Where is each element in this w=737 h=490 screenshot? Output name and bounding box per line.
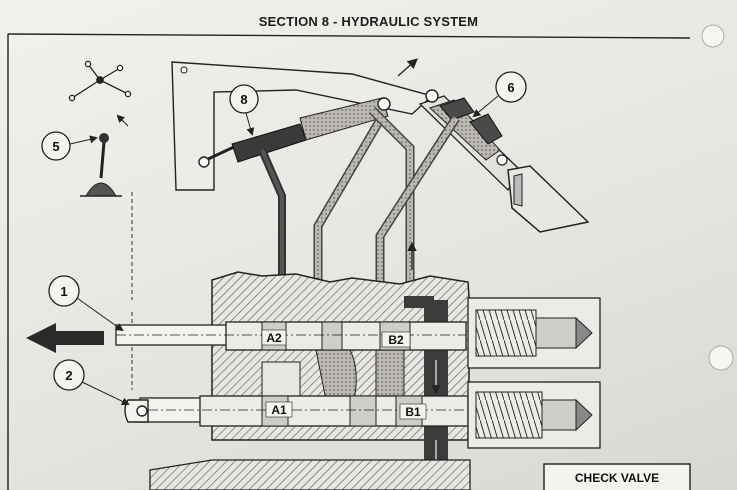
port-a2-label: A2 — [266, 331, 282, 345]
joystick-pattern-icon — [68, 60, 132, 102]
section-header: SECTION 8 - HYDRAULIC SYSTEM — [258, 14, 479, 29]
svg-text:1: 1 — [60, 284, 67, 299]
direction-arrow-small — [116, 114, 129, 127]
boom-cylinder — [198, 97, 391, 168]
relief-valve-assembly — [467, 297, 601, 449]
joystick-lever — [80, 133, 122, 197]
lift-direction-arrow — [397, 58, 418, 77]
callout-6: 6 — [472, 71, 527, 118]
page-frame-top — [7, 33, 691, 39]
valve-base — [149, 459, 471, 490]
spool-upper — [115, 321, 467, 351]
check-valve-title: CHECK VALVE — [575, 471, 659, 485]
binder-hole-middle — [708, 345, 734, 371]
spool-direction-arrow — [26, 323, 104, 353]
svg-text:2: 2 — [65, 368, 72, 383]
bucket — [507, 165, 590, 233]
spool-clevis — [124, 399, 149, 423]
callout-2: 2 — [53, 359, 130, 406]
port-b1-label: B1 — [405, 405, 421, 419]
port-b2-label: B2 — [388, 333, 404, 347]
svg-text:8: 8 — [240, 92, 247, 107]
port-a1-label: A1 — [271, 403, 287, 417]
callout-8: 8 — [229, 84, 259, 136]
svg-text:5: 5 — [52, 139, 59, 154]
callout-1: 1 — [48, 275, 124, 332]
loader-frame — [171, 61, 434, 191]
binder-hole-top — [701, 24, 725, 48]
check-valve-legend: CHECK VALVE — [543, 463, 691, 490]
callout-5: 5 — [41, 131, 98, 161]
svg-text:6: 6 — [507, 80, 514, 95]
